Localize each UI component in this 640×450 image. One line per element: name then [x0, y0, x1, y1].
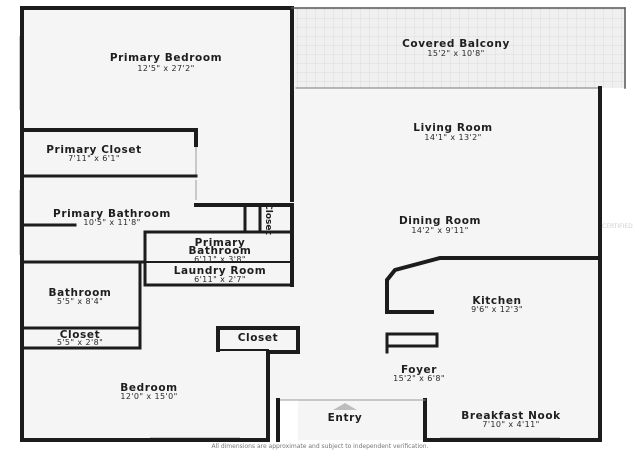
primary-bedroom-label: Primary Bedroom: [110, 52, 222, 64]
closet-hall-label: Closet: [238, 332, 279, 344]
bedroom-label: Bedroom: [120, 382, 177, 394]
bedroom-dims: 12'0" x 15'0": [120, 392, 177, 401]
foyer-dims: 15'2" x 6'8": [393, 374, 445, 383]
primary-bathroom-2-label-line1: Primary: [195, 237, 246, 249]
primary-bathroom-2-dims: 6'11" x 3'8": [194, 255, 246, 264]
living-room-dims: 14'1" x 13'2": [424, 133, 481, 142]
breakfast-nook-label: Breakfast Nook: [461, 410, 561, 422]
dining-room-dims: 14'2" x 9'11": [411, 226, 468, 235]
primary-closet-label: Primary Closet: [46, 144, 142, 156]
primary-bathroom-dims: 10'5" x 11'8": [83, 218, 140, 227]
floor-area: [20, 8, 625, 440]
balcony-floor: [295, 8, 625, 88]
entry-arrow-icon: [333, 403, 357, 410]
bathroom-dims: 5'5" x 8'4": [57, 297, 103, 306]
closet-left-dims: 5'5" x 2'8": [57, 338, 103, 347]
primary-bedroom-dims: 12'5" x 27'2": [137, 64, 194, 73]
dining-room-label: Dining Room: [399, 215, 481, 227]
living-room-label: Living Room: [413, 122, 492, 134]
kitchen-label: Kitchen: [472, 295, 521, 307]
laundry-room-dims: 6'11" x 2'7": [194, 275, 246, 284]
watermark: CERTIFIED: [602, 223, 633, 230]
breakfast-nook-dims: 7'10" x 4'11": [482, 420, 539, 429]
entry-label: Entry: [328, 412, 363, 424]
primary-bathroom-label: Primary Bathroom: [53, 208, 171, 220]
covered-balcony-dims: 15'2" x 10'8": [427, 49, 484, 58]
walls: [20, 6, 626, 442]
kitchen-dims: 9'6" x 12'3": [471, 305, 523, 314]
closet-left-label: Closet: [60, 329, 101, 341]
bathroom-label: Bathroom: [49, 287, 112, 299]
room-labels: Primary Bedroom 12'5" x 27'2" Covered Ba…: [46, 38, 561, 429]
primary-bathroom-2-label-line2: Bathroom: [189, 245, 252, 257]
closet-vertical-label: Closet: [263, 203, 273, 235]
laundry-room-label: Laundry Room: [174, 265, 267, 277]
disclaimer: All dimensions are approximate and subje…: [211, 443, 428, 450]
foyer-label: Foyer: [401, 364, 437, 376]
covered-balcony-label: Covered Balcony: [402, 38, 510, 50]
primary-closet-dims: 7'11" x 6'1": [68, 154, 120, 163]
